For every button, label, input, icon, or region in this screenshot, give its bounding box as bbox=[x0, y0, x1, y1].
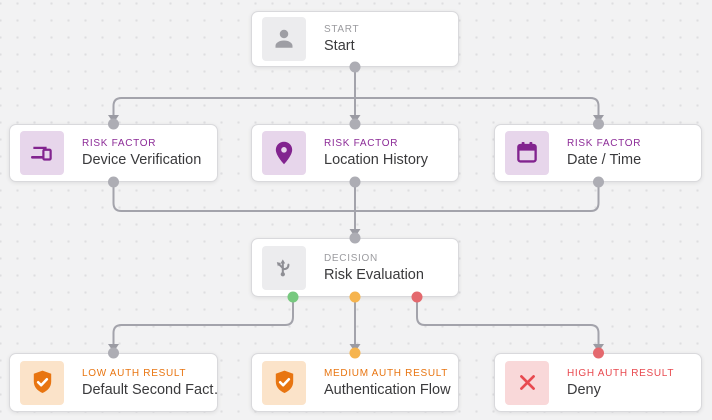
edge-decision-to-high bbox=[416, 297, 600, 346]
node-title: Deny bbox=[567, 381, 601, 398]
shield-check-icon bbox=[20, 360, 64, 405]
arrowhead-icon bbox=[349, 229, 361, 237]
node-category-label: RISK FACTOR bbox=[82, 138, 157, 149]
node-category-label: MEDIUM AUTH RESULT bbox=[324, 367, 449, 379]
x-icon bbox=[505, 360, 549, 405]
node-start[interactable]: START Start bbox=[251, 11, 459, 67]
node-title: Location History bbox=[324, 152, 428, 168]
edge-start-to-datetime bbox=[355, 97, 600, 117]
node-risk-evaluation[interactable]: DECISION Risk Evaluation bbox=[251, 238, 459, 297]
arrowhead-icon bbox=[108, 115, 119, 123]
node-title: Risk Evaluation bbox=[324, 266, 424, 283]
node-category-label: RISK FACTOR bbox=[567, 138, 642, 149]
edge-decision-to-low bbox=[112, 297, 294, 346]
edge-datetime-to-decision bbox=[355, 182, 600, 212]
node-title: Default Second Fact… bbox=[82, 381, 217, 398]
devices-icon bbox=[20, 131, 64, 175]
arrowhead-icon bbox=[108, 344, 119, 352]
node-high-auth-result[interactable]: HIGH AUTH RESULT Deny bbox=[494, 353, 702, 412]
split-arrows-icon bbox=[262, 245, 306, 290]
shield-check-icon bbox=[262, 360, 306, 405]
node-category-label: LOW AUTH RESULT bbox=[82, 367, 187, 379]
arrowhead-icon bbox=[593, 344, 604, 352]
arrowhead-icon bbox=[593, 115, 604, 123]
node-low-auth-result[interactable]: LOW AUTH RESULT Default Second Fact… bbox=[9, 353, 218, 412]
location-pin-icon bbox=[262, 131, 306, 175]
arrowhead-icon bbox=[349, 115, 361, 123]
node-date-time[interactable]: RISK FACTOR Date / Time bbox=[494, 124, 702, 182]
edge-start-to-device bbox=[112, 97, 355, 117]
arrowhead-icon bbox=[349, 344, 361, 352]
node-category-label: START bbox=[324, 24, 360, 35]
node-medium-auth-result[interactable]: MEDIUM AUTH RESULT Authentication Flow bbox=[251, 353, 459, 412]
node-category-label: RISK FACTOR bbox=[324, 138, 399, 149]
node-location-history[interactable]: RISK FACTOR Location History bbox=[251, 124, 459, 182]
node-title: Authentication Flow bbox=[324, 381, 451, 398]
node-device-verification[interactable]: RISK FACTOR Device Verification bbox=[9, 124, 218, 182]
node-title: Date / Time bbox=[567, 152, 642, 168]
calendar-icon bbox=[505, 131, 549, 175]
edge-device-to-decision bbox=[112, 182, 355, 212]
user-icon bbox=[262, 17, 306, 61]
node-category-label: DECISION bbox=[324, 252, 378, 264]
node-category-label: HIGH AUTH RESULT bbox=[567, 367, 675, 379]
node-title: Start bbox=[324, 38, 355, 54]
node-title: Device Verification bbox=[82, 152, 202, 168]
